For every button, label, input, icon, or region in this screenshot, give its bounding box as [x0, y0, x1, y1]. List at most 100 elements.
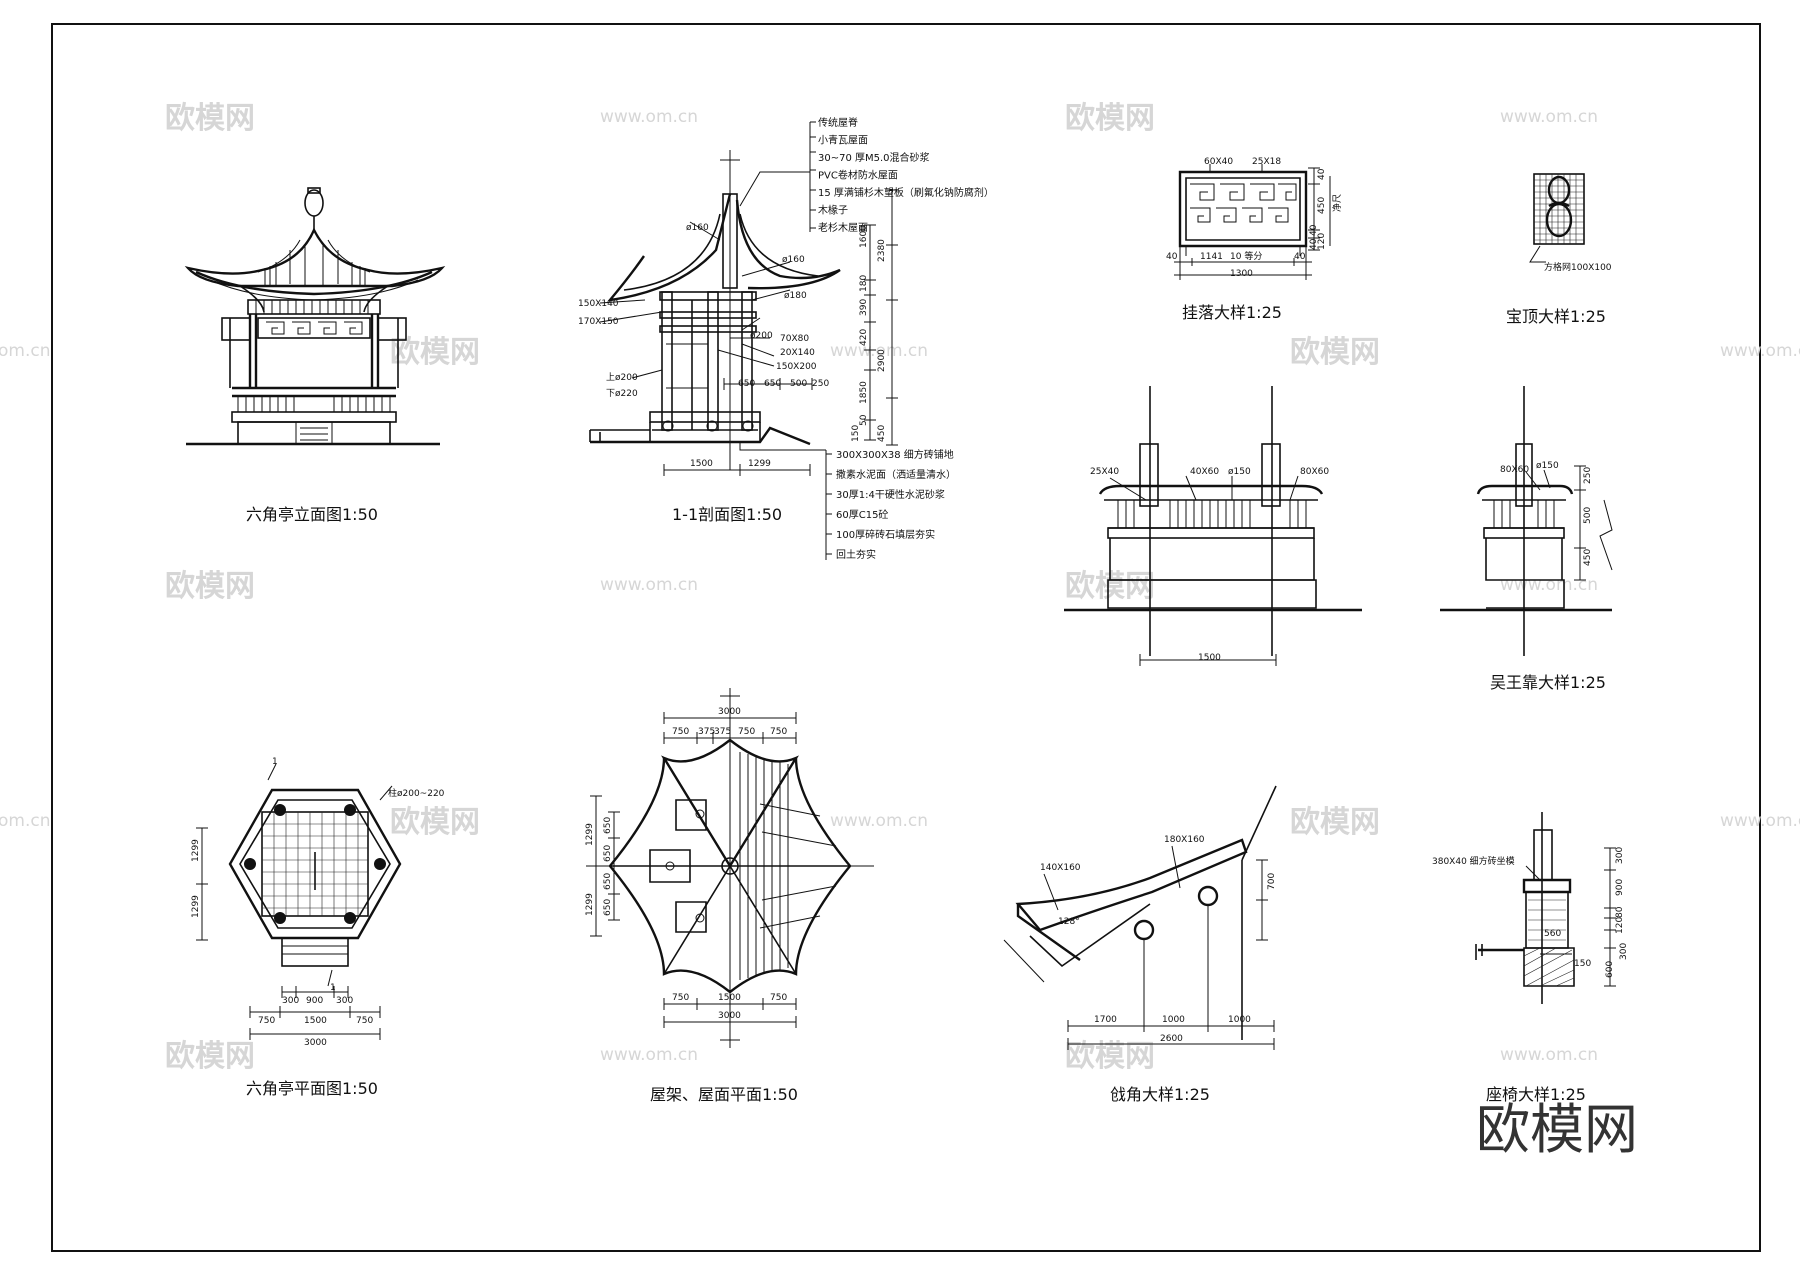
plan-label: 750	[356, 1016, 373, 1026]
plan-column	[344, 912, 356, 924]
caption-qiangjiao: 戗角大样1:25	[1110, 1085, 1210, 1104]
watermark-brand: 欧模网	[390, 805, 480, 840]
baoding-grid-label: 方格网100X100	[1544, 261, 1612, 273]
section-note-top: 传统屋脊	[818, 116, 858, 129]
section-note-top: 老杉木屋面	[818, 221, 868, 234]
section-label: 450	[877, 425, 887, 442]
section-label: 150X140	[578, 299, 619, 309]
elevation-drawing	[184, 187, 446, 446]
roof-label: 650	[603, 899, 613, 916]
watermark-brand: 欧模网	[165, 101, 255, 136]
wuwang-label: 80X60	[1300, 467, 1329, 477]
bench-label: 560	[1544, 929, 1561, 939]
roof-label: 750	[770, 993, 787, 1003]
section-label: 650	[738, 379, 755, 389]
bench-label: 150	[1574, 959, 1591, 969]
roof-plan-labels: 3000 750 375 375 750 750 1299 1299 650 6…	[585, 707, 787, 1021]
caption-bench: 座椅大样1:25	[1486, 1085, 1586, 1104]
section-label: 650	[764, 379, 781, 389]
wuwang-labels: 25X40 40X60 ø150 80X60 1500 80X60 ø150 2…	[1090, 461, 1593, 663]
section-label: 20X140	[780, 348, 815, 358]
gualuo-label: 450	[1317, 197, 1327, 214]
section-note-top: 小青瓦屋面	[818, 134, 868, 147]
plan-column	[244, 858, 256, 870]
caption-wuwangkao: 吴王靠大样1:25	[1490, 673, 1606, 692]
plan-label: 1299	[191, 839, 201, 862]
wuwang-label: 25X40	[1090, 467, 1119, 477]
plan-label: 300	[282, 996, 299, 1006]
section-label: ø160	[686, 223, 709, 233]
roof-label: 3000	[718, 1011, 741, 1021]
caption-section: 1-1剖面图1:50	[672, 505, 782, 524]
section-note-top: 30~70 厚M5.0混合砂浆	[818, 151, 930, 164]
bench-label: 900	[1615, 879, 1625, 896]
wuwang-label: 1500	[1198, 653, 1221, 663]
wuwang-label: ø150	[1536, 461, 1559, 471]
caption-gualuo: 挂落大样1:25	[1182, 303, 1282, 322]
qiang-labels: 140X160 180X160 128° 1700 1000 1000 2600…	[1040, 835, 1277, 1044]
roof-label: 750	[738, 727, 755, 737]
gualuo-label: 40	[1166, 252, 1178, 262]
section-label: 2380	[877, 239, 887, 262]
watermark-brand: 欧模网	[390, 335, 480, 370]
bench-label: 380X40 细方砖坐模	[1432, 855, 1515, 867]
gualuo-label: 40	[1294, 252, 1306, 262]
gualuo-label: 40	[1309, 224, 1319, 236]
section-notes-bottom: 300X300X38 细方砖铺地撒素水泥面（洒适量清水）30厚1:4干硬性水泥砂…	[836, 448, 956, 561]
section-vertical-dims: 2380 1600 180 390 420 2900 1850 450 150 …	[851, 225, 887, 442]
roof-label: 650	[603, 817, 613, 834]
baoding-drawing	[1529, 173, 1585, 263]
plan-label: 1	[272, 757, 278, 767]
roof-label: 1299	[585, 893, 595, 916]
section-label: 70X80	[780, 334, 809, 344]
section-dimension-labels: ø160 ø160 ø180 ø200 150X140 170X150 70X8…	[578, 223, 829, 469]
watermark-url: www.om.cn	[1500, 107, 1598, 127]
bench-drawing	[1475, 812, 1616, 1004]
watermark-brand: 欧模网	[1065, 101, 1155, 136]
caption-plan: 六角亭平面图1:50	[246, 1079, 378, 1098]
watermark-brand: 欧模网	[1290, 805, 1380, 840]
plan-column	[374, 858, 386, 870]
bench-label: 120	[1615, 917, 1625, 934]
section-note-bottom: 撒素水泥面（洒适量清水）	[836, 468, 956, 481]
wuwang-label: 250	[1583, 467, 1593, 484]
bench-label: 600	[1605, 961, 1615, 978]
gualuo-drawing	[1174, 164, 1331, 280]
wuwang-side-drawing	[1440, 386, 1613, 656]
roof-label: 1500	[718, 993, 741, 1003]
section-note-bottom: 300X300X38 细方砖铺地	[836, 448, 954, 461]
watermark-partial: om.cn	[0, 811, 51, 831]
section-label: 2900	[877, 349, 887, 372]
qiangjiao-drawing	[1003, 785, 1277, 1050]
section-label: 500	[790, 379, 807, 389]
qiang-label: 180X160	[1164, 835, 1205, 845]
watermark-partial: om.cn	[0, 341, 51, 361]
section-note-bottom: 回土夯实	[836, 548, 876, 561]
roof-label: 650	[603, 845, 613, 862]
watermark-url: www.om.cn	[1720, 341, 1800, 361]
plan-label: 1	[330, 983, 336, 993]
wuwang-label: 40X60	[1190, 467, 1219, 477]
watermark-brand: 欧模网	[165, 1039, 255, 1074]
watermark-url: www.om.cn	[1500, 575, 1598, 595]
section-note-top: 木椽子	[818, 204, 848, 217]
qiang-label: 140X160	[1040, 863, 1081, 873]
watermark-brand: 欧模网	[1290, 335, 1380, 370]
watermark-url: www.om.cn	[1500, 1045, 1598, 1065]
qiang-label: 128°	[1058, 917, 1080, 927]
section-label: 180	[859, 275, 869, 292]
roof-label: 750	[672, 727, 689, 737]
watermark-url: www.om.cn	[600, 107, 698, 127]
watermark-brand: 欧模网	[165, 569, 255, 604]
section-label: ø200	[750, 331, 773, 341]
gualuo-label: 40	[1309, 238, 1319, 250]
wuwang-label: 450	[1583, 549, 1593, 566]
roof-plan-drawing	[586, 688, 874, 1048]
section-label: 150	[851, 425, 861, 442]
section-note-bottom: 60厚C15砼	[836, 508, 888, 521]
bench-label: 300	[1619, 943, 1629, 960]
gualuo-label: 1300	[1230, 269, 1253, 279]
section-label: 390	[859, 299, 869, 316]
